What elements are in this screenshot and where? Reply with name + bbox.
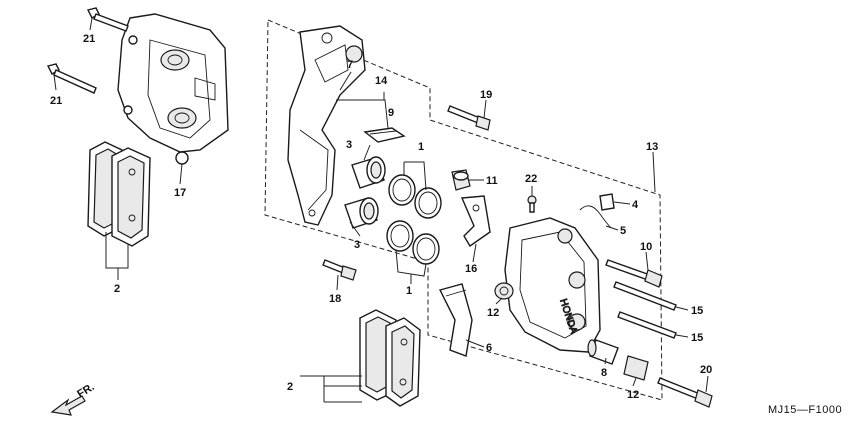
callout-10: 10 (640, 241, 652, 253)
callout-8: 8 (601, 367, 607, 379)
callout-21-lower: 21 (50, 95, 62, 107)
caliper-bracket (287, 25, 366, 226)
pad-spring (363, 127, 406, 143)
bolt-19 (447, 105, 491, 131)
callout-labels: 21 21 17 2 7 14 9 3 3 1 1 19 11 13 22 4 … (50, 33, 712, 401)
bolt-21-lower (46, 63, 97, 94)
spring-clip (579, 205, 613, 229)
callout-17: 17 (174, 187, 186, 199)
bolt-20 (657, 377, 713, 408)
callout-14: 14 (375, 75, 388, 87)
slide-pin-upper (613, 281, 677, 311)
callout-3-lower: 3 (354, 239, 360, 251)
dust-boot-upper (494, 282, 514, 300)
callout-16: 16 (465, 263, 477, 275)
bolt-21-upper (86, 7, 129, 32)
piston-seal-rings (386, 174, 442, 265)
callout-4: 4 (632, 199, 639, 211)
sleeve-8 (587, 339, 619, 365)
dust-boot-lower (623, 355, 649, 381)
diagram-code: MJ15—F1000 (768, 404, 842, 416)
callout-13: 13 (646, 141, 658, 153)
boot-upper (351, 156, 386, 189)
callout-3-upper: 3 (346, 139, 352, 151)
callout-1-upper: 1 (418, 141, 424, 153)
bleeder-cap (451, 169, 471, 191)
callout-12-lower: 12 (627, 389, 639, 401)
pad-retainer (460, 195, 491, 248)
bleeder-valve (599, 193, 615, 211)
callout-11: 11 (486, 175, 498, 187)
group-outline (264, 19, 663, 401)
callout-2-left: 2 (114, 283, 120, 295)
callout-5: 5 (620, 225, 626, 237)
leader-lines (53, 17, 709, 403)
callout-2-bottom: 2 (287, 381, 293, 393)
callout-15-lower: 15 (691, 332, 703, 344)
forward-direction-arrow-icon (50, 395, 86, 416)
callout-20: 20 (700, 364, 712, 376)
brake-pad-pair-left (87, 141, 151, 247)
callout-7: 7 (347, 59, 353, 71)
callout-19: 19 (480, 89, 492, 101)
assembled-caliper-illustration (117, 13, 229, 165)
callout-22: 22 (525, 173, 537, 185)
bolt-18 (322, 259, 357, 281)
callout-6: 6 (486, 342, 492, 354)
screw-22 (527, 195, 537, 213)
callout-9: 9 (388, 107, 394, 119)
pad-spring-6 (438, 283, 473, 357)
slide-pin-lower (617, 311, 677, 339)
callout-12-upper: 12 (487, 307, 499, 319)
callout-1-lower: 1 (406, 285, 412, 297)
callout-21-upper: 21 (83, 33, 95, 45)
caliper-body: HONDA (504, 217, 601, 353)
callout-15-upper: 15 (691, 305, 703, 317)
brake-pad-pair-bottom (359, 309, 421, 407)
boot-lower (344, 197, 379, 229)
callout-18: 18 (329, 293, 341, 305)
pin-bolt-10 (605, 259, 663, 288)
